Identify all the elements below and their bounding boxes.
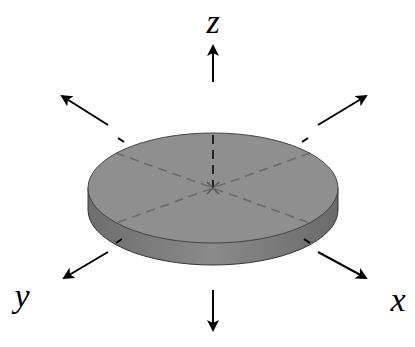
axis-arrows: [62, 46, 366, 330]
y-axis-label: y: [14, 279, 29, 313]
axis-stubs: [116, 138, 310, 243]
z-axis-dashed: [212, 135, 214, 195]
disc-top: [88, 133, 338, 243]
centre-mark: [207, 182, 219, 194]
dashed-axes: [116, 153, 310, 223]
z-axis-label: z: [206, 5, 219, 39]
x-axis-label: x: [390, 283, 405, 317]
